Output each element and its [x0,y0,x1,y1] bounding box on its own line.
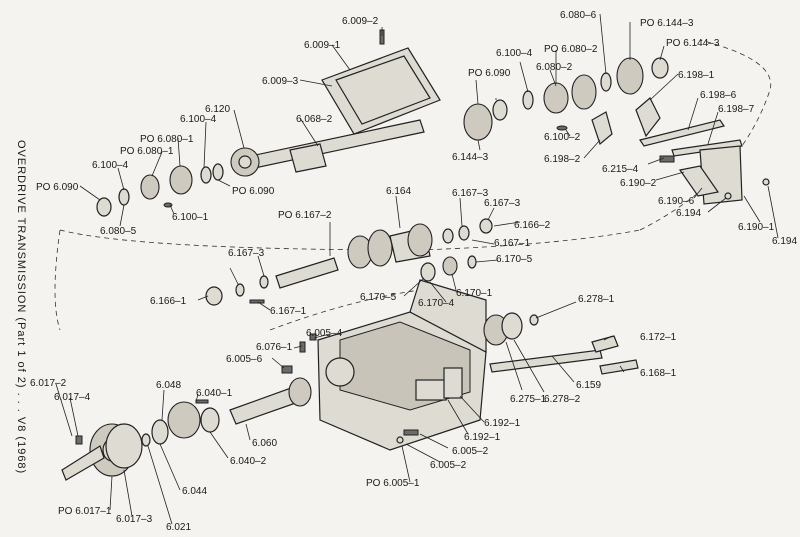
label-6017-3: 6.017–3 [116,514,153,525]
label-6040-2: 6.040–2 [230,456,267,467]
label-po6080-1a: PO 6.080–1 [140,134,194,145]
label-6170-4: 6.170–4 [418,298,455,309]
label-6048: 6.048 [156,380,181,391]
dashed-boundary-2 [54,229,421,331]
label-6005-6: 6.005–6 [226,354,263,365]
label-6278-1: 6.278–1 [578,294,615,305]
label-6167-1a: 6.167–1 [494,238,531,249]
label-6172-1: 6.172–1 [640,332,677,343]
label-6005-2b: 6.005–2 [430,460,467,471]
label-6144-3: 6.144–3 [452,152,489,163]
label-6021: 6.021 [166,522,191,533]
label-6167-1b: 6.167–1 [270,306,307,317]
label-6198-1: 6.198–1 [678,70,715,81]
label-po6017-1: PO 6.017–1 [58,506,112,517]
label-6017-4: 6.017–4 [54,392,91,403]
label-6166-2: 6.166–2 [514,220,551,231]
label-6009-3: 6.009–3 [262,76,299,87]
input-shaft [141,333,317,447]
label-6190-6: 6.190–6 [658,196,695,207]
label-6005-4: 6.005–4 [306,328,343,339]
label-6005-2a: 6.005–2 [452,446,489,457]
label-po6167-2: PO 6.167–2 [278,210,332,221]
label-6080-6: 6.080–6 [560,10,597,21]
gear-6120-hub [238,155,252,169]
label-6080-2: 6.080–2 [536,62,573,73]
label-6190-1: 6.190–1 [738,222,775,233]
dashed-boundary [59,39,772,251]
label-6167-3c: 6.167–3 [228,248,265,259]
cover-plate [321,29,441,135]
label-6044: 6.044 [182,486,207,497]
label-6068-2: 6.068–2 [296,114,333,125]
label-6167-3b: 6.167–3 [484,198,521,209]
label-6190-2: 6.190–2 [620,178,657,189]
label-6275-1: 6.275–1 [510,394,547,405]
label-6060: 6.060 [252,438,277,449]
label-6198-2: 6.198–2 [544,154,581,165]
label-6076-1: 6.076–1 [256,342,293,353]
side-title: OVERDRIVE TRANSMISSION (Part 1 of 2) . .… [15,140,27,474]
label-6100-4c: 6.100–4 [496,48,533,59]
countershaft-cluster [205,218,493,306]
label-6170-1: 6.170–1 [456,288,493,299]
label-6009-1: 6.009–1 [304,40,341,51]
label-6278-2: 6.278–2 [544,394,581,405]
label-6100-1: 6.100–1 [172,212,209,223]
label-6167-3a: 6.167–3 [452,188,489,199]
label-6198-6: 6.198–6 [700,90,737,101]
label-6194b: 6.194 [772,236,797,247]
transmission-case [317,279,487,451]
label-6100-2: 6.100–2 [544,132,581,143]
label-6009-2: 6.009–2 [342,16,379,27]
left-small-parts [96,163,224,217]
label-po6005-1: PO 6.005–1 [366,478,420,489]
label-po6080-1b: PO 6.080–1 [120,146,174,157]
right-side-parts [483,312,639,375]
label-6194a: 6.194 [676,208,701,219]
shift-forks [591,97,770,205]
label-6017-2: 6.017–2 [30,378,67,389]
leader-lines [55,13,779,525]
label-6100-4b: 6.100–4 [92,160,129,171]
bearing-retainer [61,423,143,481]
label-po6080-2: PO 6.080–2 [544,44,598,55]
label-6100-4a: 6.100–4 [180,114,217,125]
label-po6090c: PO 6.090 [468,68,511,79]
label-6192-1a: 6.192–1 [484,418,521,429]
label-6168-1: 6.168–1 [640,368,677,379]
label-6170-5a: 6.170–5 [496,254,533,265]
label-po6144-3b: PO 6.144–3 [666,38,720,49]
label-po6090a: PO 6.090 [36,182,79,193]
label-6080-5: 6.080–5 [100,226,137,237]
label-6166-1: 6.166–1 [150,296,187,307]
label-6120: 6.120 [205,104,230,115]
label-6159: 6.159 [576,380,601,391]
label-6198-7: 6.198–7 [718,104,755,115]
label-6164: 6.164 [386,186,411,197]
label-po6090b: PO 6.090 [232,186,275,197]
label-po6144-3a: PO 6.144–3 [640,18,694,29]
label-6192-1b: 6.192–1 [464,432,501,443]
label-6040-1: 6.040–1 [196,388,233,399]
label-6170-5b: 6.170–5 [360,292,397,303]
main-shaft [231,119,425,173]
label-6215-4: 6.215–4 [602,164,639,175]
bottom-bolts [396,429,419,444]
part-labels: 6.009–2 6.009–1 6.009–3 6.068–2 6.120 6.… [30,10,797,533]
